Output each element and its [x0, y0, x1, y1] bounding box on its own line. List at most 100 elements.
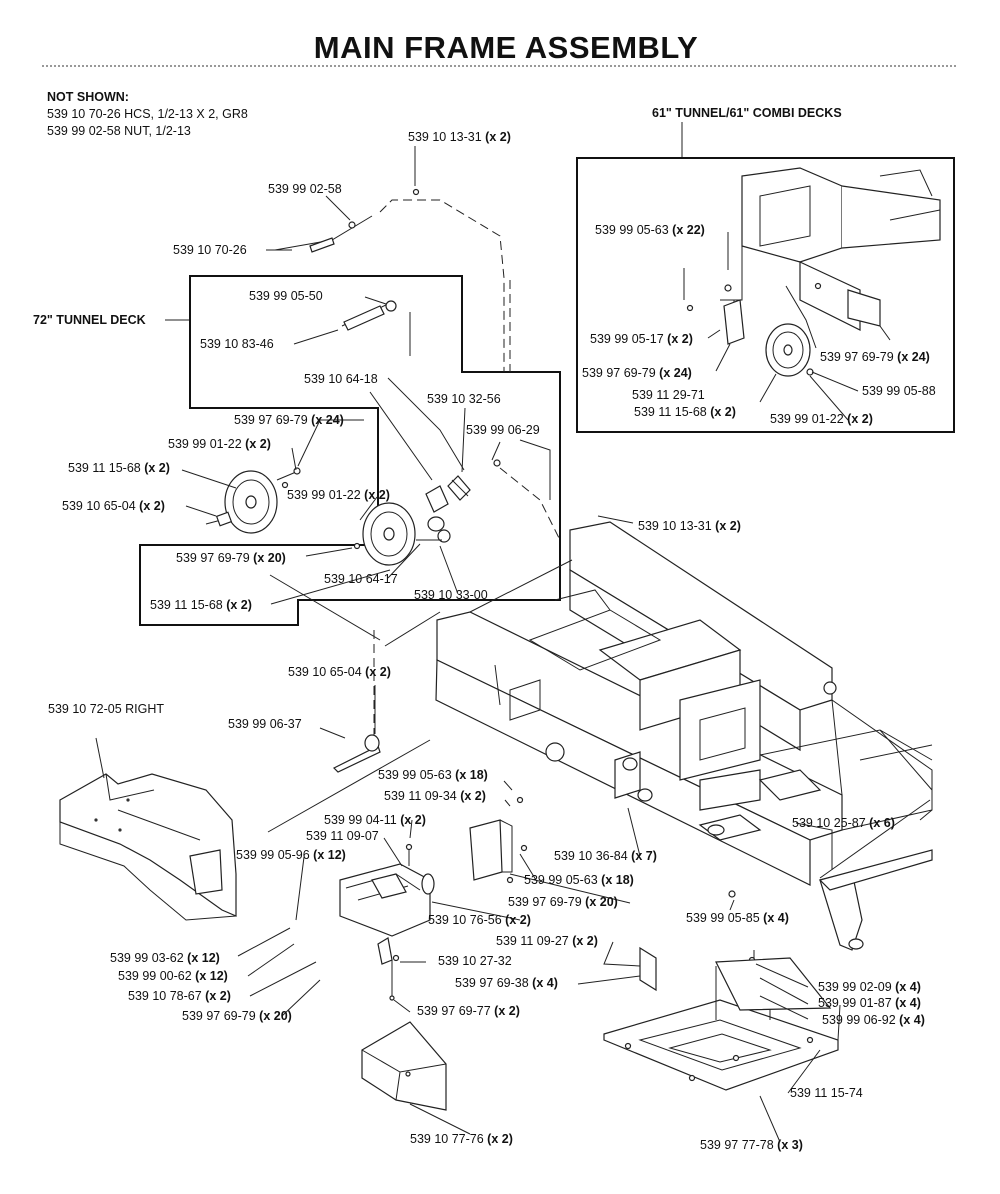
- part-number: 539 99 06-37: [228, 717, 302, 731]
- part-quantity: (x 2): [844, 412, 873, 426]
- part-callout: 539 11 15-68 (x 2): [634, 405, 736, 419]
- part-callout: 539 10 64-17: [324, 572, 398, 586]
- not-shown-heading: NOT SHOWN:: [47, 90, 129, 104]
- part-number: 539 99 02-58: [268, 182, 342, 196]
- part-quantity: (x 4): [896, 1013, 925, 1027]
- frame-leader-lines: [267, 574, 501, 833]
- part-callout: 539 99 01-22 (x 2): [287, 488, 390, 502]
- part-callout: 539 10 32-56: [427, 392, 501, 406]
- part-quantity: (x 2): [202, 989, 231, 1003]
- part-quantity: (x 2): [457, 789, 486, 803]
- part-quantity: (x 12): [192, 969, 228, 983]
- part-number: 539 99 01-22: [287, 488, 361, 502]
- part-quantity: (x 2): [397, 813, 426, 827]
- part-quantity: (x 24): [894, 350, 930, 364]
- not-shown-line-1: 539 10 70-26 HCS, 1/2-13 X 2, GR8: [47, 107, 248, 121]
- part-callout: 539 11 29-71: [632, 388, 705, 402]
- part-quantity: (x 2): [502, 913, 531, 927]
- part-quantity: (x 2): [482, 130, 511, 144]
- detail-61-tunnel: [683, 167, 941, 377]
- part-quantity: (x 2): [707, 405, 736, 419]
- part-number: 539 10 65-04: [62, 499, 136, 513]
- part-number: 539 99 02-09: [818, 980, 892, 994]
- part-number: 539 10 83-46: [200, 337, 274, 351]
- part-callout: 539 10 25-87 (x 6): [792, 816, 895, 830]
- part-number: 539 99 01-22: [168, 437, 242, 451]
- part-number: 539 99 06-92: [822, 1013, 896, 1027]
- part-number: 539 10 13-31: [408, 130, 482, 144]
- section-label-61-tunnel: 61" TUNNEL/61" COMBI DECKS: [652, 106, 842, 120]
- part-number: 539 11 29-71: [632, 388, 705, 402]
- part-number: 539 97 69-79: [508, 895, 582, 909]
- part-number: 539 99 05-50: [249, 289, 323, 303]
- part-quantity: (x 20): [582, 895, 618, 909]
- part-callout: 539 99 05-50: [249, 289, 323, 303]
- part-callout: 539 99 01-22 (x 2): [770, 412, 873, 426]
- part-number: 539 10 36-84: [554, 849, 628, 863]
- part-quantity: (x 2): [484, 1132, 513, 1146]
- part-callout: 539 10 77-76 (x 2): [410, 1132, 513, 1146]
- lower-bracket: [361, 1021, 447, 1111]
- part-callout: 539 10 70-26: [173, 243, 247, 257]
- part-number: 539 99 05-63: [378, 768, 452, 782]
- box-61-tunnel-deck: [576, 157, 955, 433]
- part-number: 539 10 27-32: [438, 954, 512, 968]
- part-callout: 539 99 06-37: [228, 717, 302, 731]
- part-quantity: (x 18): [452, 768, 488, 782]
- part-number: 539 99 01-22: [770, 412, 844, 426]
- part-quantity: (x 2): [141, 461, 170, 475]
- main-frame: [435, 521, 933, 951]
- part-quantity: (x 2): [712, 519, 741, 533]
- part-number: 539 10 78-67: [128, 989, 202, 1003]
- part-number: 539 10 70-26: [173, 243, 247, 257]
- callout-labels: 539 10 13-31 (x 2) 539 99 02-58 539 10 70-…: [48, 130, 936, 1152]
- part-quantity: (x 12): [310, 848, 346, 862]
- part-number: 539 97 69-79: [176, 551, 250, 565]
- box-72-tunnel-deck: [139, 275, 561, 626]
- part-quantity: (x 2): [362, 665, 391, 679]
- part-number: 539 99 05-88: [862, 384, 936, 398]
- part-callout: 539 99 01-22 (x 2): [168, 437, 271, 451]
- part-callout: 539 99 02-58: [268, 182, 342, 196]
- part-callout: 539 10 72-05 RIGHT: [48, 702, 164, 716]
- part-quantity: (x 2): [136, 499, 165, 513]
- part-callout: 539 10 13-31 (x 2): [408, 130, 511, 144]
- part-callout: 539 97 69-79 (x 24): [820, 350, 930, 364]
- part-quantity: (x 4): [760, 911, 789, 925]
- part-number: 539 97 69-79: [182, 1009, 256, 1023]
- part-number: 539 11 15-68: [634, 405, 707, 419]
- part-quantity: (x 3): [774, 1138, 803, 1152]
- part-quantity: (x 6): [866, 816, 895, 830]
- part-callout: 539 99 05-63 (x 18): [524, 873, 634, 887]
- part-callout: 539 10 78-67 (x 2): [128, 989, 231, 1003]
- part-callout: 539 11 15-74: [790, 1086, 863, 1100]
- part-callout: 539 99 01-87 (x 4): [818, 996, 921, 1010]
- axle-bolt: [332, 630, 381, 773]
- part-quantity: (x 2): [569, 934, 598, 948]
- part-callout: 539 11 09-27 (x 2): [496, 934, 598, 948]
- part-number: 539 10 76-56: [428, 913, 502, 927]
- part-number: 539 11 15-68: [150, 598, 223, 612]
- part-number: 539 97 69-77: [417, 1004, 491, 1018]
- part-number: 539 10 33-00: [414, 588, 488, 602]
- part-callout: 539 97 69-79 (x 20): [182, 1009, 292, 1023]
- lower-plates: [603, 890, 841, 1091]
- part-number: 539 99 00-62: [118, 969, 192, 983]
- part-quantity: (x 2): [491, 1004, 520, 1018]
- part-quantity: (x 22): [669, 223, 705, 237]
- part-callout: 539 10 83-46: [200, 337, 274, 351]
- part-number: 539 10 77-76: [410, 1132, 484, 1146]
- part-number: 539 97 69-38: [455, 976, 529, 990]
- part-callout: 539 11 09-07: [306, 829, 379, 843]
- part-number: 539 97 69-79: [582, 366, 656, 380]
- part-callout: 539 11 09-34 (x 2): [384, 789, 486, 803]
- part-number: 539 99 05-17: [590, 332, 664, 346]
- part-quantity: (x 7): [628, 849, 657, 863]
- part-callout: 539 97 69-79 (x 24): [582, 366, 692, 380]
- part-quantity: (x 2): [242, 437, 271, 451]
- part-quantity: (x 24): [308, 413, 344, 427]
- part-callout: 539 10 27-32: [438, 954, 512, 968]
- part-number: 539 10 64-17: [324, 572, 398, 586]
- not-shown-line-2: 539 99 02-58 NUT, 1/2-13: [47, 124, 191, 138]
- part-number: 539 11 09-34: [384, 789, 457, 803]
